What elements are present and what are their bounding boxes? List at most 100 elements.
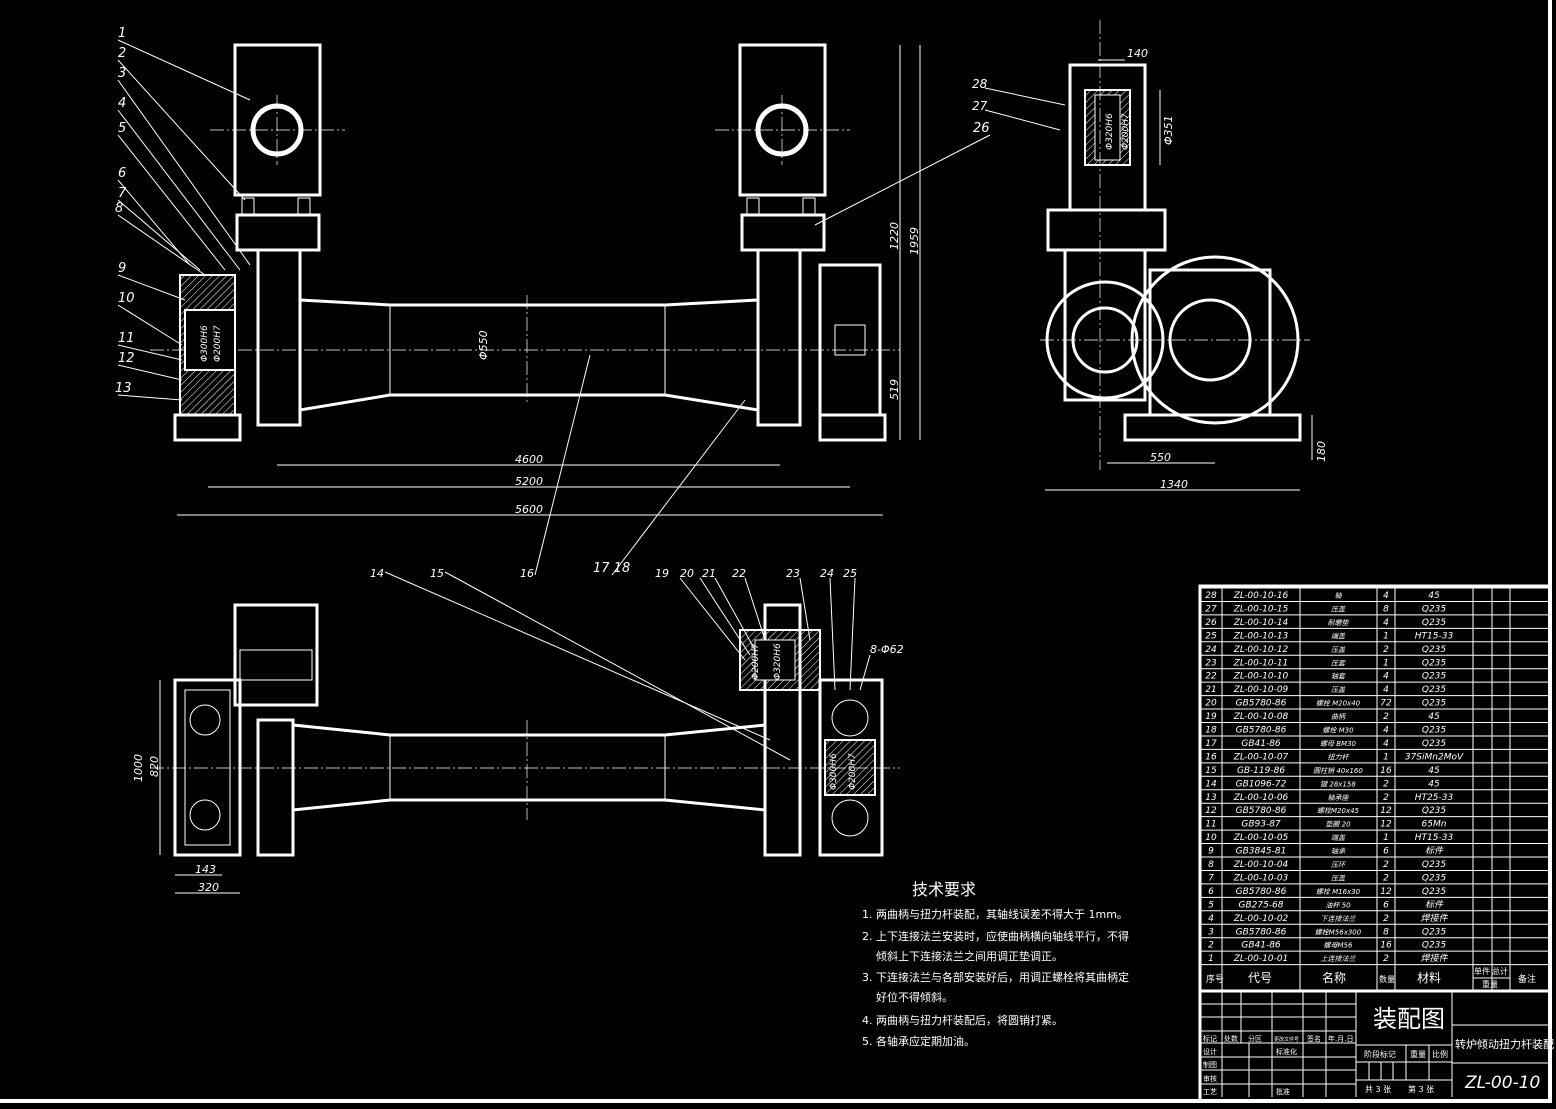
item-material: 标件 bbox=[1425, 846, 1444, 857]
balloon-1: 1 bbox=[118, 26, 126, 41]
drawing-number: ZL-00-10 bbox=[1464, 1073, 1540, 1093]
item-name: 压盖 bbox=[1331, 646, 1346, 654]
drawing-title: 转炉倾动扭力杆装配 bbox=[1455, 1037, 1554, 1051]
balloon-22: 22 bbox=[732, 567, 746, 580]
svg-text:标记: 标记 bbox=[1203, 1034, 1217, 1043]
item-name: 轴承 bbox=[1331, 848, 1346, 856]
dim-phi200-side: Φ200H7 bbox=[1121, 113, 1131, 150]
item-material: Q235 bbox=[1422, 927, 1447, 937]
balloon-17-18: 17 18 bbox=[593, 561, 630, 576]
balloon-6: 6 bbox=[118, 166, 126, 181]
item-material: 45 bbox=[1428, 766, 1440, 776]
balloon-9: 9 bbox=[118, 261, 126, 276]
item-no: 14 bbox=[1205, 779, 1217, 789]
svg-text:备注: 备注 bbox=[1518, 973, 1536, 985]
item-code: ZL-00-10-03 bbox=[1233, 873, 1289, 883]
balloon-11: 11 bbox=[118, 331, 135, 346]
item-qty: 4 bbox=[1383, 685, 1389, 695]
dim-5600: 5600 bbox=[515, 503, 543, 516]
item-no: 27 bbox=[1205, 604, 1217, 614]
item-name: 端盖 bbox=[1331, 834, 1346, 842]
item-name: 油杯 50 bbox=[1325, 901, 1351, 909]
item-code: GB41-86 bbox=[1241, 739, 1281, 749]
side-view bbox=[984, 20, 1313, 491]
item-qty: 16 bbox=[1380, 941, 1392, 951]
item-name: 螺栓 M30 bbox=[1322, 727, 1354, 735]
item-no: 19 bbox=[1205, 712, 1217, 722]
item-name: 垫圈 20 bbox=[1325, 821, 1351, 829]
front-view bbox=[150, 43, 921, 516]
item-code: ZL-00-10-14 bbox=[1233, 618, 1289, 628]
item-material: Q235 bbox=[1422, 739, 1447, 749]
item-code: GB-119-86 bbox=[1237, 766, 1285, 776]
dim-phi200-top: Φ200H7 bbox=[751, 643, 761, 680]
balloon-12: 12 bbox=[118, 351, 135, 366]
item-no: 20 bbox=[1205, 699, 1217, 709]
torque-bar bbox=[298, 298, 760, 412]
svg-text:1. 两曲柄与扭力杆装配，其轴线误差不得大于 1mm。: 1. 两曲柄与扭力杆装配，其轴线误差不得大于 1mm。 bbox=[862, 907, 1128, 921]
dim-1959: 1959 bbox=[908, 227, 921, 255]
item-code: ZL-00-10-01 bbox=[1233, 954, 1289, 964]
svg-text:处数: 处数 bbox=[1224, 1034, 1238, 1043]
item-name: 压环 bbox=[1331, 861, 1346, 869]
dim-820: 820 bbox=[148, 756, 161, 777]
item-code: ZL-00-10-13 bbox=[1233, 631, 1289, 641]
item-material: 焊接件 bbox=[1420, 953, 1448, 964]
balloon-13: 13 bbox=[115, 381, 132, 396]
left-crank bbox=[233, 43, 322, 197]
item-no: 18 bbox=[1205, 726, 1217, 736]
svg-text:2. 上下连接法兰安装时，应使曲柄横向轴线平行，不得: 2. 上下连接法兰安装时，应使曲柄横向轴线平行，不得 bbox=[862, 929, 1129, 943]
item-code: GB93-87 bbox=[1241, 820, 1281, 830]
item-name: 扭力杆 bbox=[1328, 753, 1350, 761]
svg-text:4. 两曲柄与扭力杆装配后，将圆销打紧。: 4. 两曲柄与扭力杆装配后，将圆销打紧。 bbox=[862, 1013, 1063, 1027]
item-qty: 2 bbox=[1383, 779, 1389, 789]
balloon-8: 8 bbox=[115, 201, 123, 216]
item-material: Q235 bbox=[1422, 873, 1447, 883]
item-code: ZL-00-10-05 bbox=[1233, 833, 1289, 843]
item-code: ZL-00-10-04 bbox=[1233, 860, 1289, 870]
balloon-20: 20 bbox=[680, 567, 694, 580]
item-material: Q235 bbox=[1422, 941, 1447, 951]
svg-text:比例: 比例 bbox=[1432, 1049, 1448, 1059]
dim-1220: 1220 bbox=[888, 222, 901, 250]
svg-text:数量: 数量 bbox=[1379, 974, 1395, 984]
title-block-labels: 标记 处数 分区 更改文件号 签名 年.月.日 设计 制图 审核 工艺 标准化 … bbox=[1203, 1034, 1448, 1096]
item-material: Q235 bbox=[1422, 887, 1447, 897]
dim-phi320-top: Φ320H6 bbox=[773, 643, 783, 680]
svg-text:更改文件号: 更改文件号 bbox=[1274, 1036, 1299, 1043]
item-qty: 6 bbox=[1383, 847, 1389, 857]
item-qty: 4 bbox=[1383, 739, 1389, 749]
item-qty: 2 bbox=[1383, 873, 1389, 883]
item-no: 11 bbox=[1205, 820, 1216, 830]
dim-phi320: Φ320H6 bbox=[1105, 113, 1115, 150]
svg-text:批准: 批准 bbox=[1276, 1087, 1290, 1096]
item-qty: 4 bbox=[1383, 618, 1389, 628]
item-name: 轴套 bbox=[1331, 673, 1346, 681]
svg-text:单件: 单件 bbox=[1474, 966, 1490, 976]
dim-1000: 1000 bbox=[132, 754, 145, 782]
title-block bbox=[1200, 989, 1550, 1097]
svg-text:分区: 分区 bbox=[1248, 1034, 1262, 1043]
item-code: GB3845-81 bbox=[1236, 847, 1287, 857]
item-qty: 2 bbox=[1383, 793, 1389, 803]
dim-8-phi62: 8-Φ62 bbox=[870, 643, 904, 656]
svg-text:共 3 张: 共 3 张 bbox=[1365, 1085, 1391, 1094]
item-name: 螺栓 M16x30 bbox=[1316, 888, 1361, 896]
balloon-7: 7 bbox=[118, 186, 127, 201]
svg-text:年.月.日: 年.月.日 bbox=[1328, 1034, 1353, 1043]
item-no: 21 bbox=[1205, 685, 1216, 695]
balloon-28: 28 bbox=[972, 77, 988, 91]
item-code: GB5780-86 bbox=[1236, 887, 1287, 897]
svg-text:签名: 签名 bbox=[1307, 1034, 1321, 1043]
item-name: 螺栓M56x300 bbox=[1315, 928, 1362, 936]
dim-phi200: Φ200H7 bbox=[213, 325, 223, 362]
item-qty: 12 bbox=[1380, 887, 1392, 897]
